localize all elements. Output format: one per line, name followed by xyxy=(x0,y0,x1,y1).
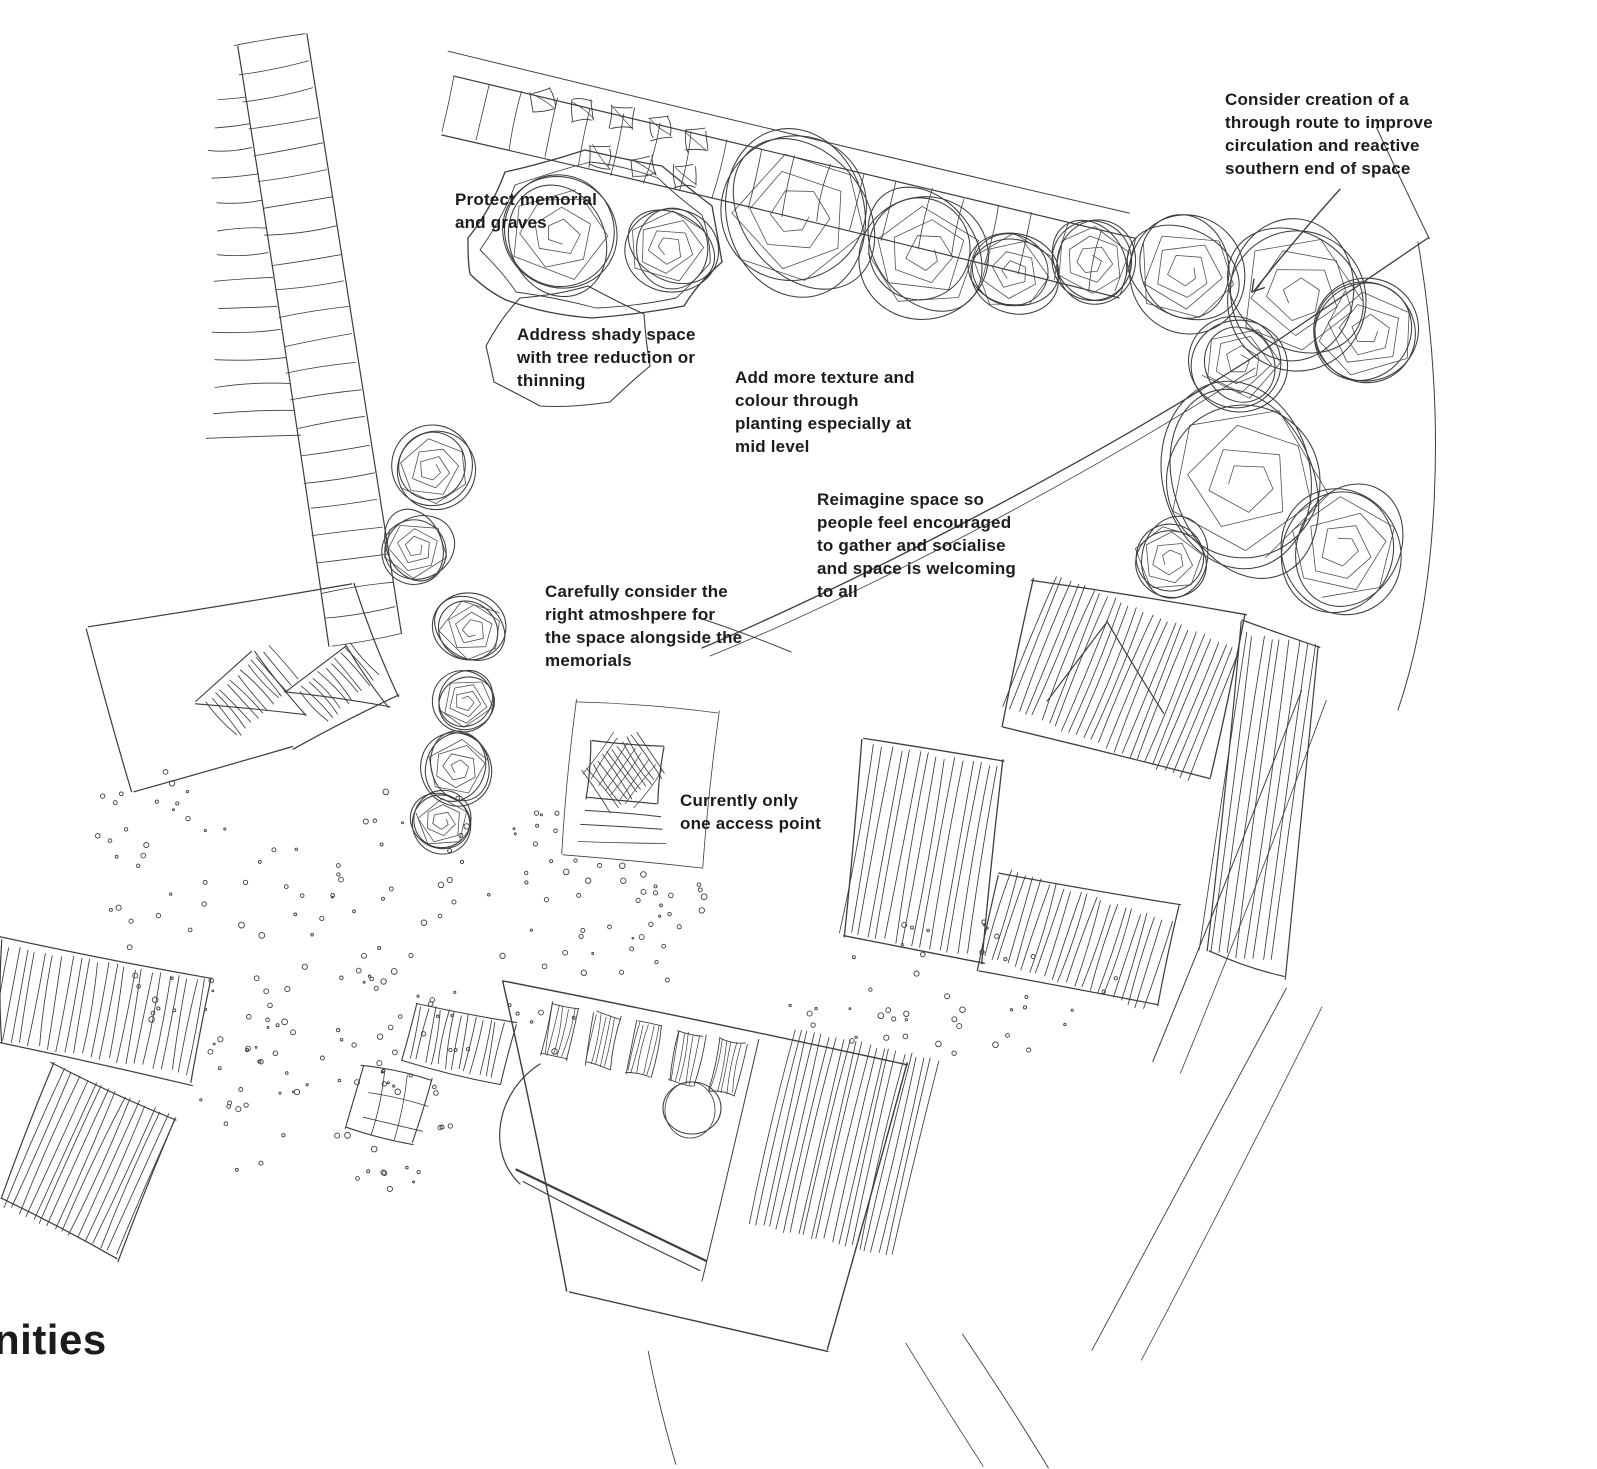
partial-title: nities xyxy=(0,1316,107,1363)
note-line: Add more texture and xyxy=(735,368,915,387)
note-line: Address shady space xyxy=(517,325,696,344)
shrub-column-west xyxy=(381,424,507,855)
note-line: right atmoshpere for xyxy=(545,605,716,624)
note-protect-memorial: Protect memorial and graves xyxy=(455,188,597,234)
note-line: Carefully consider the xyxy=(545,582,728,601)
north-street-band xyxy=(441,50,1137,299)
note-access-point: Currently only one access point xyxy=(680,789,821,835)
note-line: one access point xyxy=(680,814,822,833)
leader-lines xyxy=(697,188,1436,711)
note-line: southern end of space xyxy=(1225,159,1411,178)
note-line: Protect memorial xyxy=(455,190,598,209)
note-line: memorials xyxy=(545,651,632,670)
west-building xyxy=(85,582,400,793)
plaza-people-dots xyxy=(95,769,1118,1192)
misc-strokes xyxy=(647,127,1430,1469)
shady-space-outline xyxy=(485,285,651,408)
note-line: and graves xyxy=(455,213,547,232)
note-line: to all xyxy=(817,582,858,601)
note-line: colour through xyxy=(735,391,859,410)
note-line: planting especially at xyxy=(735,414,912,433)
note-line: mid level xyxy=(735,437,810,456)
south-building xyxy=(499,980,940,1353)
tree-cluster-east xyxy=(1135,380,1404,616)
note-line: through route to improve xyxy=(1225,113,1433,132)
note-line: Consider creation of a xyxy=(1225,90,1409,109)
west-road-band xyxy=(205,33,402,647)
note-line: Reimagine space so xyxy=(817,490,985,509)
note-line: circulation and reactive xyxy=(1225,136,1420,155)
east-building-cluster xyxy=(839,576,1327,1074)
note-shady-space: Address shady space with tree reduction … xyxy=(517,323,696,392)
note-reimagine-space: Reimagine space so people feel encourage… xyxy=(817,488,1016,603)
note-atmosphere: Carefully consider the right atmoshpere … xyxy=(545,580,742,672)
note-line: people feel encouraged xyxy=(817,513,1012,532)
memorial-monument xyxy=(561,699,720,869)
note-line: the space alongside the xyxy=(545,628,743,647)
note-through-route: Consider creation of a through route to … xyxy=(1225,88,1433,180)
note-texture-colour: Add more texture and colour through plan… xyxy=(735,366,915,458)
note-line: to gather and socialise xyxy=(817,536,1006,555)
note-line: and space is welcoming xyxy=(817,559,1017,578)
tree-row-north xyxy=(502,128,1420,413)
southwest-buildings xyxy=(0,936,518,1263)
memorial-enclosure-outline xyxy=(467,149,723,319)
note-line: thinning xyxy=(517,371,586,390)
note-line: with tree reduction or xyxy=(517,348,696,367)
note-line: Currently only xyxy=(680,791,799,810)
